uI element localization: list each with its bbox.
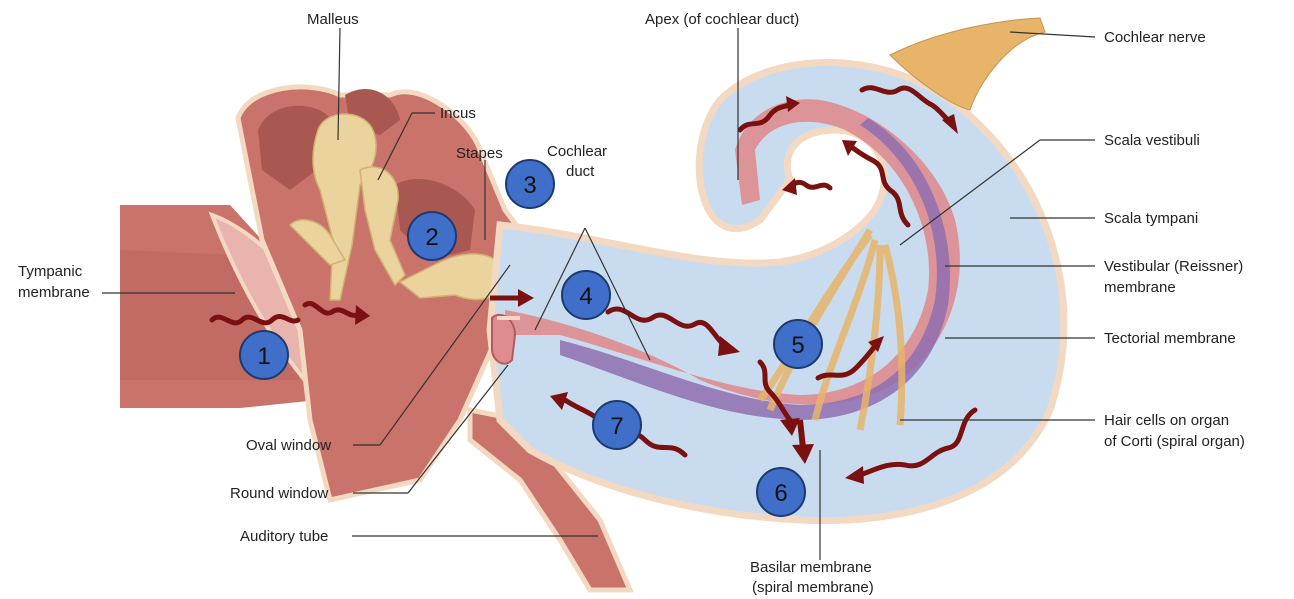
label-oval-window: Oval window (246, 437, 331, 454)
step-badge-6: 6 (757, 468, 805, 516)
step-badge-1: 1 (240, 331, 288, 379)
step-badge-2: 2 (408, 212, 456, 260)
label-cochlear-duct-1: Cochlear (547, 143, 607, 160)
svg-text:6: 6 (774, 480, 787, 507)
svg-text:7: 7 (610, 413, 623, 440)
label-tympanic-membrane-2: membrane (18, 284, 90, 301)
svg-text:4: 4 (579, 283, 592, 310)
arrow-6-down (800, 420, 803, 448)
label-cochlear-nerve: Cochlear nerve (1104, 29, 1206, 46)
label-scala-tympani: Scala tympani (1104, 210, 1198, 227)
svg-text:5: 5 (791, 332, 804, 359)
label-apex: Apex (of cochlear duct) (645, 11, 799, 28)
label-round-window: Round window (230, 485, 329, 502)
label-tympanic-membrane-1: Tympanic (18, 263, 83, 280)
label-hair-cells-2: of Corti (spiral organ) (1104, 433, 1245, 450)
round-window-membrane (492, 315, 515, 364)
step-badge-7: 7 (593, 401, 641, 449)
label-auditory-tube: Auditory tube (240, 528, 328, 545)
svg-text:1: 1 (257, 343, 270, 370)
svg-text:3: 3 (523, 172, 536, 199)
label-stapes: Stapes (456, 145, 503, 162)
label-incus: Incus (440, 105, 476, 122)
step-badge-4: 4 (562, 271, 610, 319)
label-vestibular-membrane-1: Vestibular (Reissner) (1104, 258, 1243, 275)
label-hair-cells-1: Hair cells on organ (1104, 412, 1229, 429)
label-basilar-membrane-2: (spiral membrane) (752, 579, 874, 596)
svg-text:2: 2 (425, 224, 438, 251)
step-badge-5: 5 (774, 320, 822, 368)
label-scala-vestibuli: Scala vestibuli (1104, 132, 1200, 149)
label-tectorial-membrane: Tectorial membrane (1104, 330, 1236, 347)
label-basilar-membrane-1: Basilar membrane (750, 559, 872, 576)
label-malleus: Malleus (307, 11, 359, 28)
step-badge-3: 3 (506, 160, 554, 208)
label-vestibular-membrane-2: membrane (1104, 279, 1176, 296)
label-cochlear-duct-2: duct (566, 163, 595, 180)
